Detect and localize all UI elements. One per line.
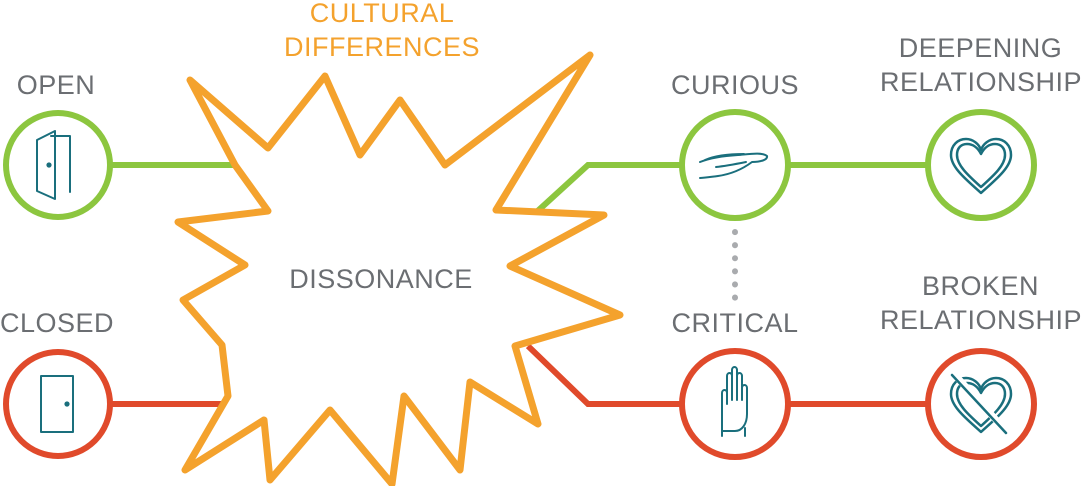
deepening-line1: DEEPENING xyxy=(898,33,1063,63)
broken-line1: BROKEN xyxy=(921,271,1040,301)
critical-node xyxy=(679,348,791,460)
cultural-differences-label: CULTURAL DIFFERENCES xyxy=(262,0,502,64)
open-node xyxy=(3,110,113,220)
open-label: OPEN xyxy=(16,70,96,100)
critical-connector xyxy=(525,343,682,407)
deepening-node xyxy=(925,109,1037,221)
closed-door-icon xyxy=(40,375,74,433)
closed-label: CLOSED xyxy=(0,308,115,338)
heart-icon xyxy=(949,137,1013,195)
open-door-icon xyxy=(36,130,71,200)
cultural-differences-line1: CULTURAL xyxy=(309,0,455,28)
cultural-differences-line2: DIFFERENCES xyxy=(283,32,481,62)
closed-node xyxy=(3,349,113,459)
curious-label: CURIOUS xyxy=(670,70,799,100)
broken-heart-icon xyxy=(949,370,1013,438)
stop-hand-icon xyxy=(721,366,748,437)
deepening-line2: RELATIONSHIP xyxy=(880,67,1081,97)
open-hand-icon xyxy=(699,152,769,179)
dissonance-starburst xyxy=(174,51,624,488)
curious-connector xyxy=(527,162,682,221)
critical-label: CRITICAL xyxy=(671,308,799,338)
dissonance-label: DISSONANCE xyxy=(289,264,473,294)
broken-relationship-label: BROKEN RELATIONSHIP xyxy=(880,269,1081,337)
deepening-relationship-label: DEEPENING RELATIONSHIP xyxy=(880,31,1081,99)
broken-line2: RELATIONSHIP xyxy=(880,305,1081,335)
